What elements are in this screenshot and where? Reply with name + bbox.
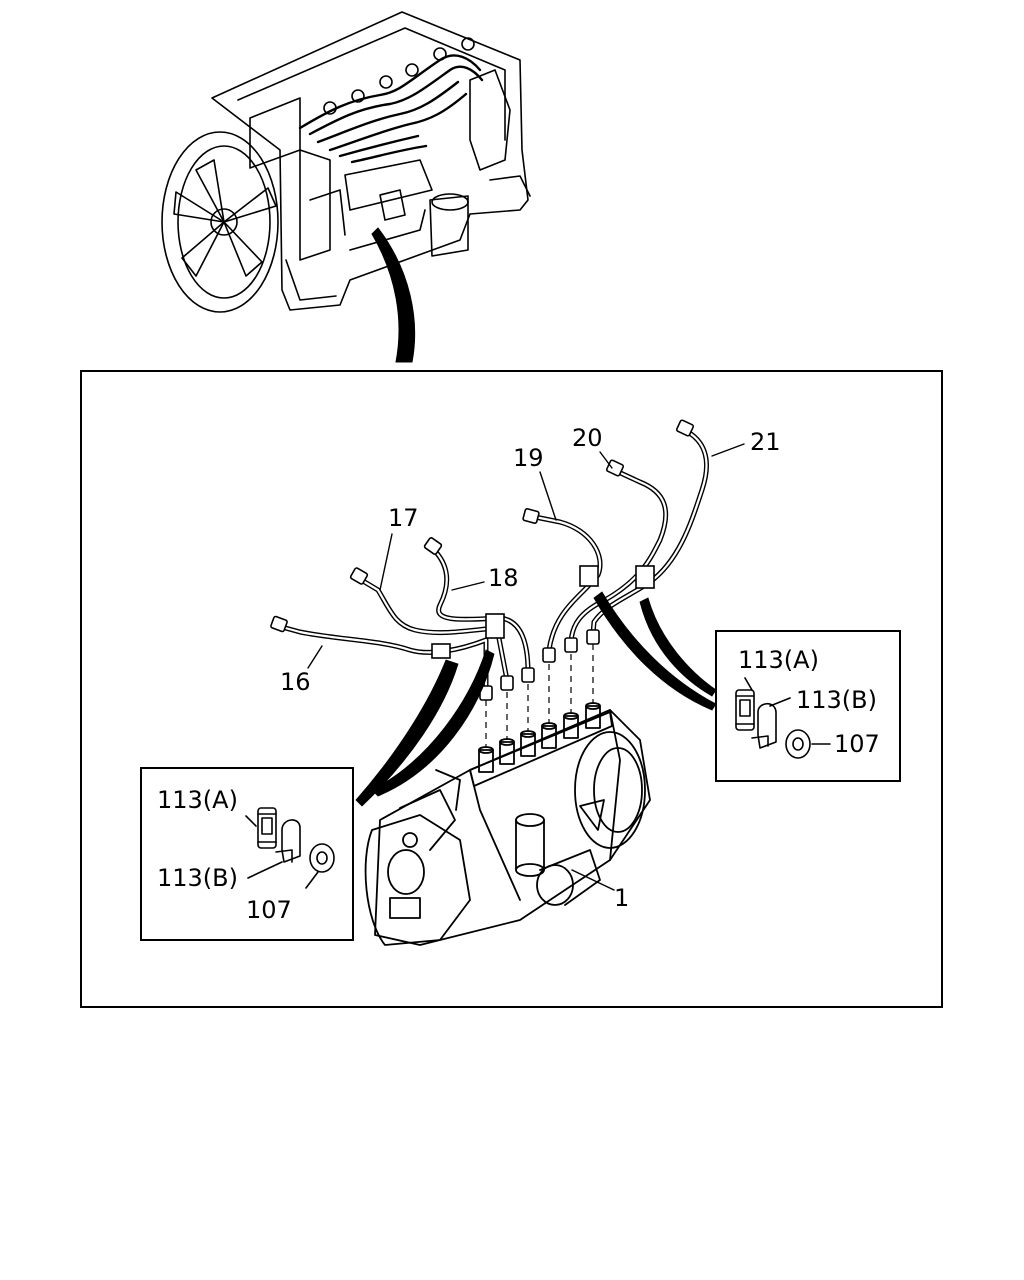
inset-right-frame — [715, 630, 901, 782]
pipe-nuts — [270, 419, 695, 701]
callout-17: 17 — [388, 504, 419, 532]
label-113b-left: 113(B) — [157, 864, 238, 892]
engine-overview — [161, 11, 531, 313]
callout-1: 1 — [614, 884, 629, 912]
callout-numbers: 16 17 18 19 20 21 1 — [280, 424, 781, 912]
label-107-left: 107 — [246, 896, 292, 924]
detail-frame — [80, 370, 943, 1008]
callout-16: 16 — [280, 668, 311, 696]
injection-pump — [364, 702, 651, 946]
nut-107-icon — [785, 729, 811, 759]
detail-pointer-top — [371, 227, 416, 363]
delivery-valves — [478, 702, 601, 773]
label-113a-right: 113(A) — [738, 646, 819, 674]
pipe-clamps — [431, 565, 655, 659]
inset-pointer-right — [593, 591, 717, 711]
label-113b-right: 113(B) — [796, 686, 877, 714]
callout-21: 21 — [750, 428, 781, 456]
inset-right: 113(A) 113(B) 107 — [715, 630, 901, 782]
clamp-113a-icon — [257, 807, 277, 849]
label-107-right: 107 — [834, 730, 880, 758]
callout-18: 18 — [488, 564, 519, 592]
engine-fan — [161, 131, 279, 313]
callout-leaders — [307, 443, 745, 891]
callout-19: 19 — [513, 444, 544, 472]
clamp-113b-icon — [281, 819, 301, 863]
alignment-lines — [485, 644, 594, 748]
inset-left: 113(A) 113(B) 107 — [140, 767, 354, 941]
nut-107-icon — [309, 843, 335, 873]
inset-pointer-left — [355, 649, 495, 807]
engine-block — [211, 11, 529, 311]
callout-20: 20 — [572, 424, 603, 452]
label-113a-left: 113(A) — [157, 786, 238, 814]
clamp-113a-icon — [735, 689, 755, 731]
